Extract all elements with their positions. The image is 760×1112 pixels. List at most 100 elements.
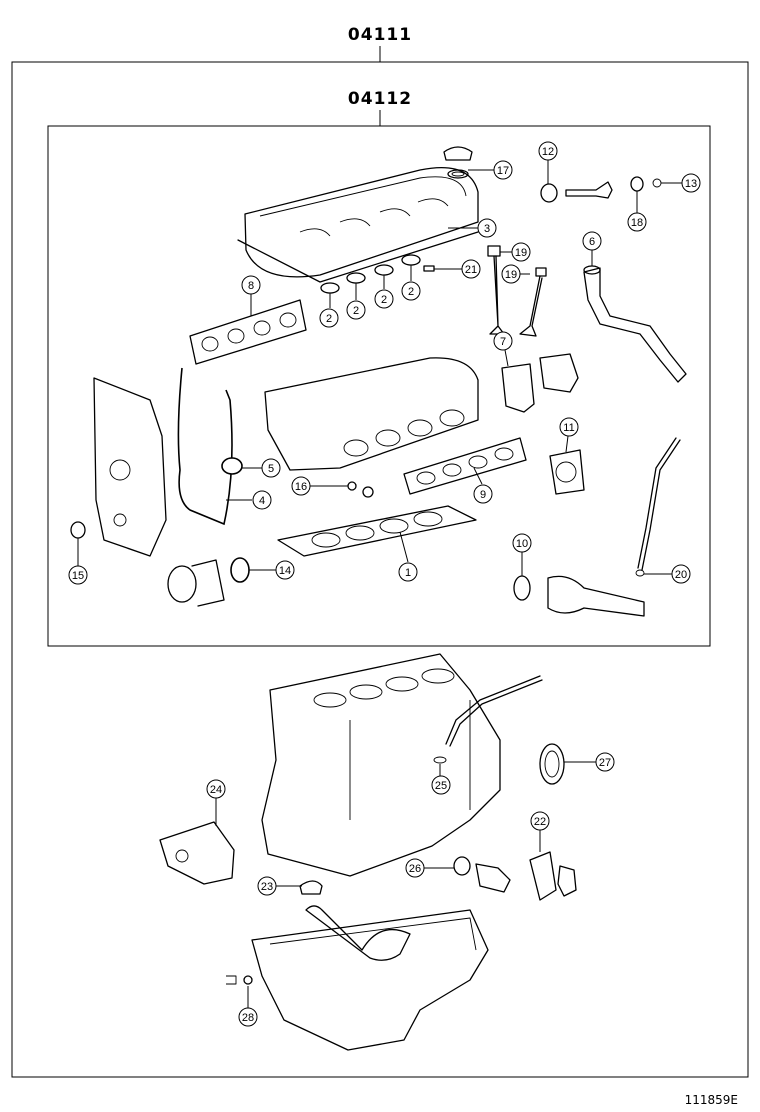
svg-text:24: 24 [210,784,222,796]
callout-20[interactable]: 20 [671,564,691,584]
inner-assembly-frame [47,125,711,647]
seal-26 [453,856,511,893]
callout-2b[interactable]: 2 [346,300,366,320]
callout-23[interactable]: 23 [257,876,277,896]
water-bypass-pipe [583,265,687,383]
svg-text:19: 19 [515,247,527,259]
callout-9[interactable]: 9 [473,484,493,504]
callouts: 1 2 2 2 2 3 4 5 6 7 [68,141,701,1027]
oil-pan [251,905,489,1051]
o-ring-5 [221,457,243,475]
svg-text:1: 1 [405,567,411,579]
svg-text:18: 18 [631,217,643,229]
callout-3[interactable]: 3 [477,218,497,238]
svg-text:2: 2 [353,305,359,317]
svg-text:25: 25 [435,780,447,792]
svg-text:19: 19 [505,269,517,281]
callout-8[interactable]: 8 [241,275,261,295]
svg-text:9: 9 [480,489,486,501]
oil-seal-12 [540,183,558,203]
svg-text:20: 20 [675,569,687,581]
cylinder-head-cover [237,166,479,283]
cylinder-head [264,357,479,471]
outer-assembly-code: 04111 [348,25,412,45]
callout-15[interactable]: 15 [68,565,88,585]
callout-1[interactable]: 1 [398,562,418,582]
thermostat-housing [501,353,579,413]
o-ring-20 [635,569,645,577]
callout-21[interactable]: 21 [461,259,481,279]
water-pump [167,557,250,607]
svg-text:23: 23 [261,881,273,893]
plug-16 [347,481,374,498]
svg-text:10: 10 [516,538,528,550]
rear-cover [159,821,235,885]
callout-19a[interactable]: 19 [511,242,531,262]
callout-2d[interactable]: 2 [401,281,421,301]
callout-12[interactable]: 12 [538,141,558,161]
callout-25[interactable]: 25 [431,775,451,795]
svg-text:6: 6 [589,236,595,248]
inner-assembly-code: 04112 [348,89,412,109]
callout-4[interactable]: 4 [252,490,272,510]
outer-assembly-frame [11,61,749,1078]
callout-2a[interactable]: 2 [319,308,339,328]
svg-text:13: 13 [685,178,697,190]
svg-text:3: 3 [484,223,490,235]
callout-28[interactable]: 28 [238,1007,258,1027]
crankshaft-front-seal [513,575,645,617]
svg-text:22: 22 [534,816,546,828]
oil-seal-15 [70,521,86,539]
callout-24[interactable]: 24 [206,779,226,799]
gasket-23 [299,880,323,895]
svg-text:2: 2 [408,286,414,298]
timing-cover-gasket [177,367,233,526]
cylinder-block [261,653,501,877]
callout-19b[interactable]: 19 [501,264,521,284]
callout-2c[interactable]: 2 [374,289,394,309]
exhaust-manifold-gasket [189,299,307,365]
svg-text:4: 4 [259,495,265,507]
drain-plug [226,975,253,985]
svg-text:17: 17 [497,165,509,177]
svg-text:27: 27 [599,757,611,769]
callout-5[interactable]: 5 [261,458,281,478]
oil-level-dipstick [445,675,543,747]
intake-manifold-gasket [403,437,527,495]
callout-7[interactable]: 7 [493,331,513,351]
callout-27[interactable]: 27 [595,752,615,772]
inner-assembly: 04112 [47,89,711,647]
svg-text:5: 5 [268,463,274,475]
svg-text:15: 15 [72,570,84,582]
callout-6[interactable]: 6 [582,231,602,251]
callout-16[interactable]: 16 [291,476,311,496]
callout-17[interactable]: 17 [493,160,513,180]
callout-22[interactable]: 22 [530,811,550,831]
callout-26[interactable]: 26 [405,858,425,878]
svg-text:11: 11 [563,422,574,434]
oil-filler-cap [443,146,473,179]
dipstick-guide [637,437,681,571]
callout-18[interactable]: 18 [627,212,647,232]
injector-assembly [565,176,662,199]
bracket-22 [529,851,577,901]
rear-oil-seal [539,743,565,785]
svg-text:2: 2 [326,313,332,325]
cylinder-head-gasket [277,505,477,557]
svg-text:28: 28 [242,1012,254,1024]
svg-text:2: 2 [381,294,387,306]
callout-10[interactable]: 10 [512,533,532,553]
plug-21 [423,265,435,272]
callout-14[interactable]: 14 [275,560,295,580]
callout-13[interactable]: 13 [681,173,701,193]
svg-text:21: 21 [465,264,477,276]
gasket-25 [433,756,447,764]
reference-number: 111859E [685,1093,738,1107]
outer-assembly: 04111 [11,25,749,1078]
svg-text:14: 14 [279,565,291,577]
callout-11[interactable]: 11 [559,417,579,437]
svg-text:26: 26 [409,863,421,875]
gasket-11 [549,449,585,495]
svg-text:8: 8 [248,280,254,292]
